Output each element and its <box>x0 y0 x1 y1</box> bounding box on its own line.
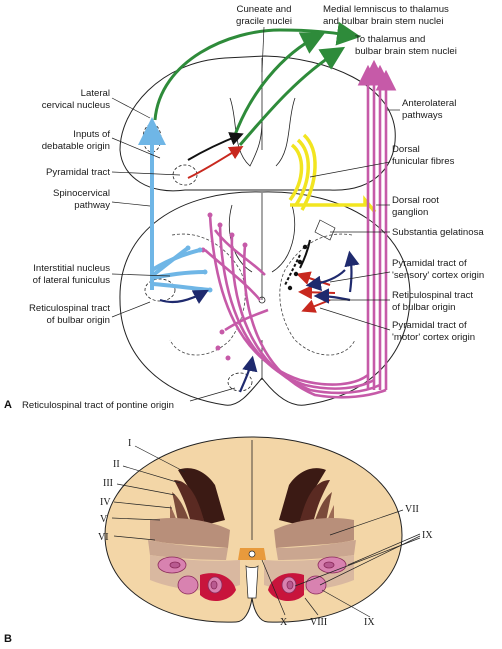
panel-b-diagram <box>104 436 421 623</box>
label-inputs-2: debatable origin <box>42 141 110 152</box>
label-spinocervical-2: pathway <box>74 200 110 211</box>
yellow-dorsal-funicular <box>288 133 377 214</box>
panel-a-labels: Cuneate and gracile nuclei Medial lemnis… <box>4 4 484 411</box>
left-horn-II <box>174 480 205 528</box>
green-path-1 <box>233 32 326 136</box>
grey-matter-dashed <box>169 233 356 356</box>
blue-fan-3 <box>151 282 211 292</box>
label-anterolateral-1: Anterolateral <box>402 98 456 109</box>
upper-grey <box>229 97 296 167</box>
label-pyr-sensory-1: Pyramidal tract of <box>392 258 467 269</box>
right-horn-I <box>279 468 326 525</box>
pink-pathways <box>204 59 397 399</box>
label-anterolateral-2: pathways <box>402 110 443 121</box>
central-canal-b <box>248 550 256 558</box>
label-medial-lemniscus-1: Medial lemniscus to thalamus <box>323 4 449 15</box>
right-horn-V <box>274 518 354 548</box>
label-substantia: Substantia gelatinosa <box>392 227 484 238</box>
label-inputs-1: Inputs of <box>73 129 110 140</box>
pyramidal-oval-upper <box>172 164 198 186</box>
label-to-thalamus-1: To thalamus and <box>355 34 425 45</box>
substantia-box <box>314 219 336 241</box>
label-medial-lemniscus-2: and bulbar brain stem nuclei <box>323 16 444 27</box>
label-cuneate-1: Cuneate and <box>237 4 292 15</box>
pink-fan-b <box>204 249 261 301</box>
label-lateral-cervical-2: cervical nucleus <box>42 100 110 111</box>
lamina-label-VII: VII <box>405 504 419 515</box>
pink-cross-4 <box>243 244 387 399</box>
right-horn-II <box>299 480 330 528</box>
green-path-2 <box>153 21 361 121</box>
blue-spinocervical <box>138 117 211 292</box>
left-horn-V <box>150 518 230 548</box>
lamina-label-VIII: VIII <box>310 617 327 628</box>
dorsal-root-cells <box>287 244 308 291</box>
yellow-root <box>290 195 377 214</box>
label-pyr-sensory-2: 'sensory' cortex origin <box>392 270 484 281</box>
lamina-label-V: V <box>100 514 108 525</box>
navy-reticulospinal <box>159 250 360 393</box>
black-inputs <box>187 132 311 286</box>
label-reticulospinal-left-2: of bulbar origin <box>47 315 110 326</box>
lamina-label-X: X <box>280 617 288 628</box>
panel-a-letter: A <box>4 399 12 411</box>
pink-fan-c <box>224 308 269 332</box>
yellow-2 <box>294 138 310 206</box>
blue-fan-4 <box>150 246 190 278</box>
blue-fan-2 <box>151 270 206 280</box>
lamina-label-IX-bottom: IX <box>364 617 375 628</box>
pink-fan-a <box>213 229 266 276</box>
green-path-3 <box>238 46 346 146</box>
leader-lines <box>111 26 400 402</box>
label-cuneate-2: gracile nuclei <box>236 16 292 27</box>
label-pyr-motor-1: Pyramidal tract of <box>392 320 467 331</box>
ventral-fissure-b <box>245 565 259 599</box>
label-reticulospinal-left-1: Reticulospinal tract <box>29 303 110 314</box>
lamina-IX-left <box>157 556 223 595</box>
yellow-1 <box>288 143 304 202</box>
label-dorsal-root-2: ganglion <box>392 207 428 218</box>
label-interstitial-2: of lateral funiculus <box>33 275 111 286</box>
label-pyramidal-tract: Pyramidal tract <box>46 167 110 178</box>
left-horn-VI <box>148 540 228 560</box>
panel-b-letter: B <box>4 633 12 645</box>
panel-a-diagram <box>111 21 411 406</box>
lamina-label-II: II <box>113 459 120 470</box>
label-reticulospinal-right-2: of bulbar origin <box>392 302 455 313</box>
label-dorsal-funicular-1: Dorsal <box>392 144 420 155</box>
label-reticulospinal-right-1: Reticulospinal tract <box>392 290 473 301</box>
label-to-thalamus-2: bulbar brain stem nuclei <box>355 46 457 57</box>
green-pathways <box>153 21 361 146</box>
label-dorsal-funicular-2: funicular fibres <box>392 156 455 167</box>
lamina-label-III: III <box>103 478 113 489</box>
lamina-label-IV: IV <box>100 497 111 508</box>
label-pyr-motor-2: 'motor' cortex origin <box>392 332 475 343</box>
label-interstitial-1: Interstitial nucleus <box>33 263 110 274</box>
left-horn-I <box>178 468 225 525</box>
label-dorsal-root-1: Dorsal root <box>392 195 439 206</box>
lamina-label-IX-right: IX <box>422 530 433 541</box>
label-lateral-cervical-1: Lateral <box>81 88 110 99</box>
panel-b-leaders <box>111 445 421 618</box>
panel-b-labels: I II III IV V VI VII VIII IX IX X B <box>4 438 433 645</box>
lamina-label-I: I <box>128 438 131 449</box>
label-spinocervical-1: Spinocervical <box>53 188 110 199</box>
lamina-label-VI: VI <box>98 532 109 543</box>
yellow-3 <box>300 133 317 211</box>
right-horn-VI <box>276 540 356 560</box>
label-reticulospinal-pontine: Reticulospinal tract of pontine origin <box>22 400 174 411</box>
